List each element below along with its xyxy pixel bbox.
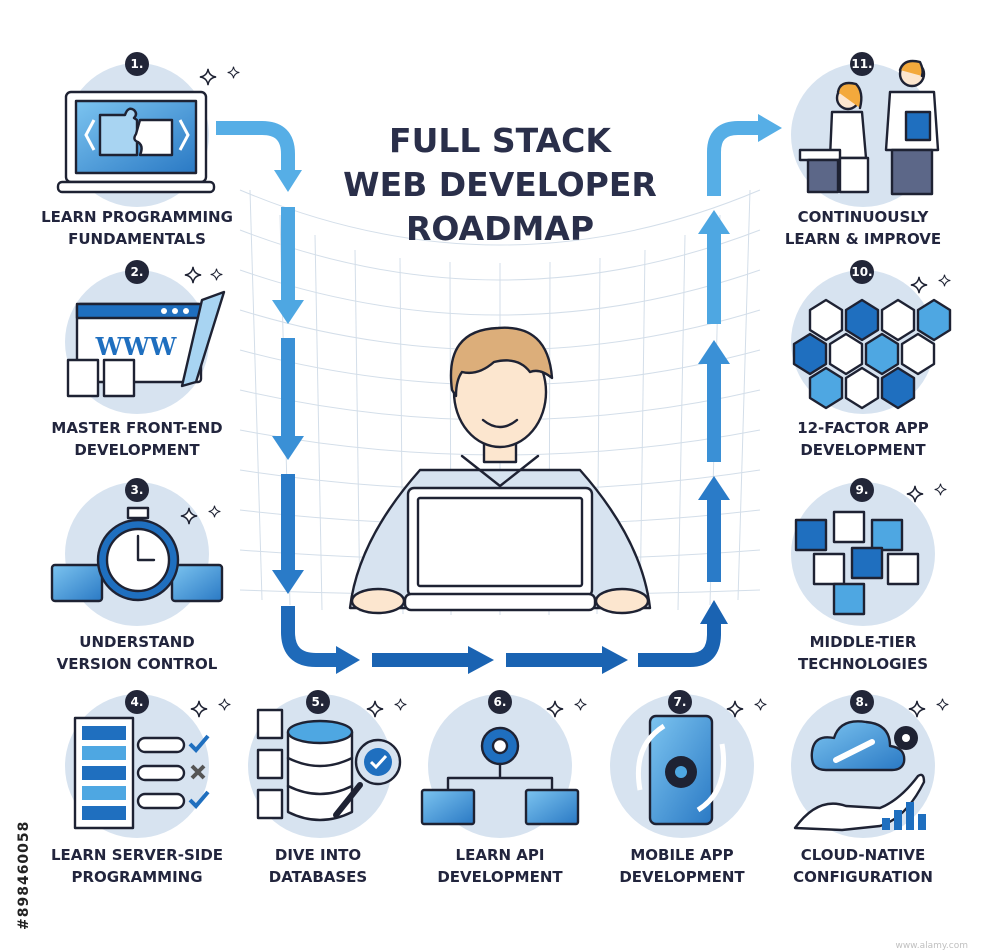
- step-4-label-line-2: PROGRAMMING: [71, 868, 202, 886]
- step-8-label-line-1: CLOUD-NATIVE: [801, 846, 926, 864]
- roadmap-title: FULL STACK WEB DEVELOPER ROADMAP: [343, 121, 657, 248]
- step-4: 4. LEARN SERVER-SIDE PROGRAMMING: [51, 690, 231, 886]
- step-6-number: 6.: [494, 695, 507, 709]
- step-7-number: 7.: [674, 695, 687, 709]
- network-gear-icon: [420, 726, 580, 826]
- step-4-number: 4.: [131, 695, 144, 709]
- server-checklist-icon: [73, 716, 210, 830]
- step-3: 3. UNDERSTAND VERSION CONTROL: [50, 478, 224, 673]
- step-1-number: 1.: [131, 57, 144, 71]
- step-6-label-line-2: DEVELOPMENT: [437, 868, 563, 886]
- site-wordmark: www.alamy.com: [895, 941, 968, 951]
- cloud-wrench-hand-icon: [793, 720, 926, 832]
- roadmap-arrows: [216, 114, 782, 674]
- step-8-number: 8.: [856, 695, 869, 709]
- step-3-number: 3.: [131, 483, 144, 497]
- title-line-2: WEB DEVELOPER: [343, 165, 657, 204]
- step-2-label-line-2: DEVELOPMENT: [74, 441, 200, 459]
- stopwatch-monitors-icon: [50, 506, 224, 603]
- step-4-label-line-1: LEARN SERVER-SIDE: [51, 846, 223, 864]
- step-9-label-line-2: TECHNOLOGIES: [798, 655, 928, 673]
- step-10: 10. 12-FACTOR APP DEVELOPMENT: [791, 260, 952, 459]
- step-5: 5. DIVE INTO DATABASES: [248, 690, 407, 886]
- step-7-label-line-2: DEVELOPMENT: [619, 868, 745, 886]
- svg-text:WWW: WWW: [95, 332, 178, 361]
- team-people-icon: [798, 59, 940, 196]
- step-2-label-line-1: MASTER FRONT-END: [51, 419, 222, 437]
- title-line-3: ROADMAP: [406, 209, 594, 248]
- hexagon-network-icon: [792, 298, 952, 410]
- step-10-label-line-1: 12-FACTOR APP: [797, 419, 929, 437]
- step-3-label-line-2: VERSION CONTROL: [57, 655, 218, 673]
- step-10-number: 10.: [851, 265, 872, 279]
- image-id-watermark: #898460058: [16, 821, 32, 930]
- laptop-puzzle-icon: [56, 90, 216, 194]
- footer-strip: www.alamy.com: [0, 936, 1000, 952]
- step-5-label-line-2: DATABASES: [269, 868, 367, 886]
- step-11-number: 11.: [851, 57, 872, 71]
- step-11-label-line-2: LEARN & IMPROVE: [785, 230, 941, 248]
- step-5-number: 5.: [312, 695, 325, 709]
- step-1: 1. LEARN PROGRAMMING FUNDAMENTALS: [41, 52, 240, 248]
- step-6: 6. LEARN API DEVELOPMENT: [420, 690, 587, 886]
- step-5-label-line-1: DIVE INTO: [275, 846, 361, 864]
- step-9-label-line-1: MIDDLE-TIER: [810, 633, 917, 651]
- step-6-label-line-1: LEARN API: [456, 846, 545, 864]
- step-2: WWW 2. MASTER FRONT-END DEVELOPMENT: [51, 260, 226, 459]
- title-line-1: FULL STACK: [389, 121, 612, 160]
- step-8: 8. CLOUD-NATIVE CONFIGURATION: [791, 690, 949, 886]
- step-11: 11. CONTINUOUSLY LEARN & IMPROVE: [785, 52, 941, 248]
- browser-www-pencil-icon: WWW: [66, 290, 226, 398]
- step-7: 7. MOBILE APP DEVELOPMENT: [610, 690, 767, 886]
- step-1-label-line-1: LEARN PROGRAMMING: [41, 208, 233, 226]
- step-10-label-line-2: DEVELOPMENT: [800, 441, 926, 459]
- cube-stack-icon: [794, 510, 920, 616]
- database-search-icon: [256, 708, 402, 822]
- developer-illustration: [348, 326, 652, 615]
- step-1-label-line-2: FUNDAMENTALS: [68, 230, 206, 248]
- step-8-label-line-2: CONFIGURATION: [793, 868, 933, 886]
- step-9-number: 9.: [856, 483, 869, 497]
- mobile-sync-gear-icon: [635, 714, 727, 826]
- step-11-label-line-1: CONTINUOUSLY: [798, 208, 930, 226]
- step-3-label-line-1: UNDERSTAND: [79, 633, 194, 651]
- step-2-number: 2.: [131, 265, 144, 279]
- step-9: 9. MIDDLE-TIER TECHNOLOGIES: [791, 478, 947, 673]
- step-7-label-line-1: MOBILE APP: [630, 846, 733, 864]
